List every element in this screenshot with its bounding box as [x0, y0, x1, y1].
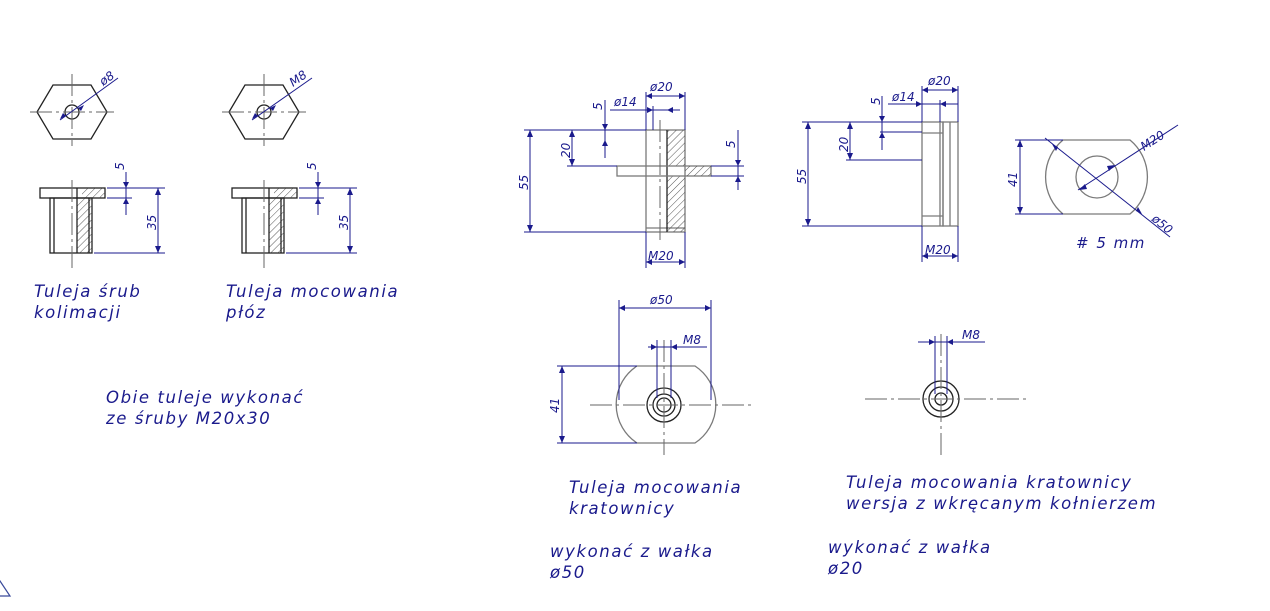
note-obie-tuleje: Obie tuleje wykonać ze śruby M20x30 [106, 387, 304, 429]
note-tuleja-srub: Tuleja śrub kolimacji [34, 281, 141, 323]
note-kratownicy: Tuleja mocowania kratownicy [569, 477, 742, 519]
dim-5-label-1: 5 [113, 162, 127, 170]
note-wykonac-20: wykonać z wałka ø20 [828, 537, 992, 579]
kratownica-bushing-side-view: ø20 ø14 55 20 5 5 M20 [517, 80, 744, 268]
dim-20-label-1: 20 [559, 142, 573, 158]
dim-m20-label-3: M20 [1138, 128, 1167, 154]
dim-m8-label-2: M8 [683, 333, 701, 347]
note-line: kratownicy [569, 499, 676, 518]
dim-55-label-1: 55 [517, 175, 531, 190]
note-line: wykonać z wałka [828, 538, 992, 557]
note-line: Obie tuleje wykonać [106, 388, 305, 407]
note-line: Tuleja mocowania kratownicy [846, 473, 1133, 492]
kratownica-plate-top-view: ø50 M8 41 [548, 293, 752, 455]
triangle-marker-icon [0, 579, 12, 597]
dim-o20-label-1: ø20 [649, 80, 673, 94]
note-line: ø50 [550, 563, 586, 582]
flange-bushing-top-view: M8 [865, 328, 1030, 455]
note-line: wersja z wkręcanym kołnierzem [846, 494, 1158, 513]
thickness-label: # 5 mm [1076, 234, 1146, 252]
note-kolnierz: Tuleja mocowania kratownicy wersja z wkr… [846, 472, 1157, 514]
note-line: ø20 [828, 559, 864, 578]
dim-o14-label-1: ø14 [613, 95, 637, 109]
dim-m8-label-1: M8 [287, 67, 310, 89]
dim-o14-label-2: ø14 [891, 90, 915, 104]
note-tuleja-ploz: Tuleja mocowania płóz [226, 281, 399, 323]
dim-41-label-1: 41 [1006, 172, 1020, 187]
dim-35-label-2: 35 [337, 215, 351, 230]
flange-version-side-view: ø20 ø14 55 20 5 M20 [795, 74, 959, 262]
dim-55-label-2: 55 [795, 169, 809, 184]
note-line: Tuleja mocowania [569, 478, 743, 497]
dim-o50-label-2: ø50 [649, 293, 673, 307]
note-wykonac-50: wykonać z wałka ø50 [550, 541, 714, 583]
note-line: ze śruby M20x30 [106, 409, 272, 428]
hex-top-view-2: M8 [222, 67, 313, 146]
hex-top-view-1: ø8 [30, 68, 119, 146]
dim-5-label-5: 5 [869, 97, 883, 105]
dim-5-label-3: 5 [591, 102, 605, 110]
dim-o50-label-1: ø50 [1148, 211, 1175, 237]
dim-5-label-4: 5 [724, 140, 738, 148]
bushing-section-1: 5 35 [39, 162, 165, 268]
dim-m20-label-2: M20 [925, 243, 951, 257]
dim-m8-label-3: M8 [962, 328, 980, 342]
dim-5-label-2: 5 [305, 162, 319, 170]
dim-41-label-2: 41 [548, 398, 562, 413]
dim-o20-label-2: ø20 [927, 74, 951, 88]
bushing-section-2: 5 35 [231, 162, 357, 268]
dim-o8-label: ø8 [96, 68, 117, 89]
note-line: kolimacji [34, 303, 122, 322]
dim-m20-label-1: M20 [648, 249, 674, 263]
dim-20-label-2: 20 [837, 136, 851, 152]
note-line: płóz [226, 303, 267, 322]
note-line: Tuleja mocowania [226, 282, 400, 301]
dim-35-label-1: 35 [145, 215, 159, 230]
note-line: wykonać z wałka [550, 542, 714, 561]
note-line: Tuleja śrub [34, 282, 142, 301]
flange-plate-top-view: 41 M20 ø50 # 5 mm [1006, 124, 1179, 252]
